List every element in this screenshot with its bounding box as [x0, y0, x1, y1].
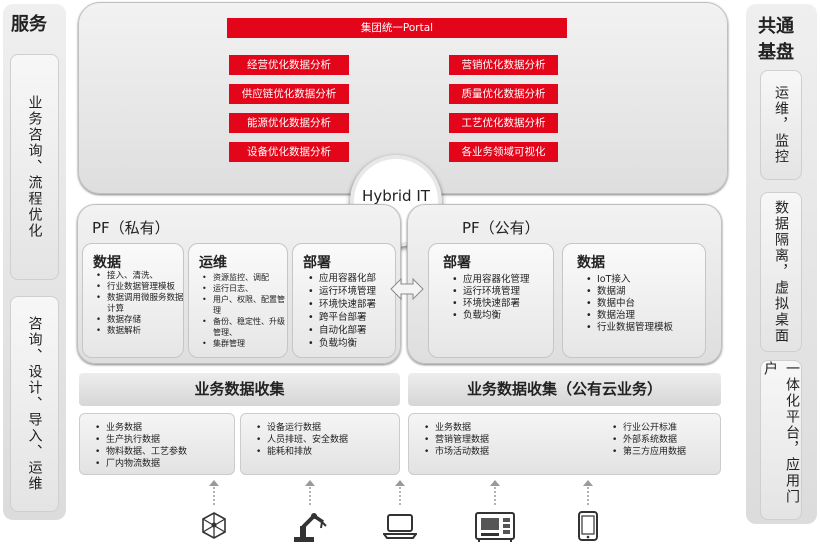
private_pf-card-item: 运行环境管理 [308, 285, 407, 298]
private_pf-card-item: 数据解析 [96, 326, 187, 337]
portal-item-left: 设备优化数据分析 [229, 142, 349, 162]
public-pf-panel: PF（公有） 部署应用容器化管理运行环境管理环境快速部署负载均衡数据IoT接入数… [407, 204, 722, 364]
portal-item-right: 质量优化数据分析 [449, 84, 558, 104]
list-item: 行业公开标准 [612, 422, 686, 434]
public_pf-card-item: 数据湖 [586, 286, 717, 298]
laptop-icon [379, 508, 421, 544]
cube-network-icon [193, 508, 235, 544]
private_pf-card-item: 应用容器化部 [308, 272, 407, 285]
machine-tool-icon [474, 508, 516, 544]
robot-arm-icon [289, 508, 331, 544]
list-item: 厂内物流数据 [95, 458, 234, 470]
list-item: 第三方应用数据 [612, 446, 686, 458]
public_pf-card-item: 环境快速部署 [452, 298, 567, 310]
private_pf-card-item: 集群管理 [202, 338, 291, 349]
private_pf-card-0: 数据接入、清洗、行业数据管理模板数据调用微服务数据计算数据存储数据解析 [82, 243, 184, 358]
public_pf-card-list: IoT接入数据湖数据中台数据治理行业数据管理模板 [583, 274, 717, 334]
equipment-data-list-box: 设备运行数据人员排班、安全数据能耗和排放 [240, 413, 400, 475]
implementation-text: 咨询、设计、导入、运维 [26, 316, 43, 492]
public_pf-card-title: 数据 [577, 255, 605, 271]
public-data-collection-bar: 业务数据收集（公有云业务） [408, 373, 721, 406]
list-item: 业务数据 [424, 422, 489, 434]
private_pf-card-title: 部署 [303, 255, 331, 271]
private_pf-card-item: 数据存储 [96, 315, 187, 326]
private_pf-card-item: 备份、稳定性、升级管理、 [202, 316, 291, 338]
private-pf-panel: PF（私有） 数据接入、清洗、行业数据管理模板数据调用微服务数据计算数据存储数据… [77, 204, 401, 364]
list-item: 能耗和排放 [256, 446, 399, 458]
common-base-panel: 共通基盘 运维，监控 数据隔离，虚拟桌面 一体化平台，应用门户 [746, 4, 817, 524]
integrated-platform-text: 一体化平台，应用门户 [762, 361, 800, 505]
private_pf-card-item: 运行日志、 [202, 283, 291, 294]
list-item: 业务数据 [95, 422, 234, 434]
dashed-up-arrow [305, 480, 315, 506]
integrated-platform-box: 一体化平台，应用门户 [760, 360, 802, 520]
private_pf-card-item: 接入、清洗、 [96, 271, 187, 282]
public_pf-card-1: 数据IoT接入数据湖数据中台数据治理行业数据管理模板 [562, 243, 706, 358]
ops-monitor-text: 运维，监控 [773, 85, 789, 165]
dashed-up-arrow [209, 480, 219, 506]
public_pf-card-item: 数据治理 [586, 310, 717, 322]
private_pf-card-item: 用户、权限、配置管理 [202, 294, 291, 316]
list-item: 市场活动数据 [424, 446, 489, 458]
private_pf-card-item: 自动化部署 [308, 324, 407, 337]
private_pf-card-1: 运维资源监控、调配运行日志、用户、权限、配置管理备份、稳定性、升级管理、集群管理 [188, 243, 288, 358]
data-isolation-text: 数据隔离，虚拟桌面 [773, 200, 789, 344]
private_pf-card-item: 环境快速部署 [308, 298, 407, 311]
common-base-title: 共通基盘 [758, 16, 794, 63]
public_pf-card-item: 应用容器化管理 [452, 274, 567, 286]
hybrid-it-label: Hybrid IT [362, 187, 430, 205]
dashed-up-arrow [583, 480, 593, 506]
business-data-list-box: 业务数据生产执行数据物料数据、工艺参数厂内物流数据 [79, 413, 235, 475]
private_pf-card-item: 数据调用微服务数据计算 [96, 293, 187, 315]
implementation-box: 咨询、设计、导入、运维 [10, 296, 59, 512]
private_pf-card-item: 跨平台部署 [308, 311, 407, 324]
private_pf-card-list: 应用容器化部运行环境管理环境快速部署跨平台部署自动化部署负载均衡 [305, 272, 407, 350]
public_pf-card-0: 部署应用容器化管理运行环境管理环境快速部署负载均衡 [428, 243, 554, 358]
consulting-box: 业务咨询、流程优化 [10, 54, 59, 280]
portal-item-left: 供应链优化数据分析 [229, 84, 349, 104]
list-item: 人员排班、安全数据 [256, 434, 399, 446]
private_pf-card-title: 数据 [93, 255, 121, 271]
public_pf-card-title: 部署 [443, 255, 471, 271]
public_pf-card-list: 应用容器化管理运行环境管理环境快速部署负载均衡 [449, 274, 567, 322]
private_pf-card-item: 负载均衡 [308, 337, 407, 350]
dashed-up-arrow [490, 480, 500, 506]
private-data-collection-bar: 业务数据收集 [79, 373, 400, 406]
private_pf-card-2: 部署应用容器化部运行环境管理环境快速部署跨平台部署自动化部署负载均衡 [292, 243, 396, 358]
private_pf-card-list: 接入、清洗、行业数据管理模板数据调用微服务数据计算数据存储数据解析 [93, 271, 187, 337]
public-data-list-box: 业务数据营销管理数据市场活动数据 行业公开标准外部系统数据第三方应用数据 [408, 413, 721, 475]
private_pf-card-list: 资源监控、调配运行日志、用户、权限、配置管理备份、稳定性、升级管理、集群管理 [199, 272, 291, 349]
list-item: 营销管理数据 [424, 434, 489, 446]
consulting-text: 业务咨询、流程优化 [26, 95, 43, 239]
services-panel: 服务 业务咨询、流程优化 咨询、设计、导入、运维 [3, 4, 66, 520]
private_pf-card-item: 资源监控、调配 [202, 272, 291, 283]
tablet-icon [567, 508, 609, 544]
list-item: 外部系统数据 [612, 434, 686, 446]
public_pf-card-item: 运行环境管理 [452, 286, 567, 298]
public_pf-card-item: IoT接入 [586, 274, 717, 286]
services-title: 服务 [11, 14, 47, 35]
list-item: 设备运行数据 [256, 422, 399, 434]
public_pf-card-item: 负载均衡 [452, 310, 567, 322]
portal-item-left: 经营优化数据分析 [229, 55, 349, 75]
private_pf-card-title: 运维 [199, 255, 227, 271]
bidirectional-arrow-icon [390, 277, 424, 301]
portal-header: 集团统一Portal [227, 18, 567, 38]
portal-item-right: 营销优化数据分析 [449, 55, 558, 75]
public_pf-card-item: 数据中台 [586, 298, 717, 310]
private-pf-title: PF（私有） [92, 219, 170, 237]
list-item: 生产执行数据 [95, 434, 234, 446]
ops-monitor-box: 运维，监控 [760, 70, 802, 180]
portal-item-right: 工艺优化数据分析 [449, 113, 558, 133]
dashed-up-arrow [395, 480, 405, 506]
portal-item-right: 各业务领域可视化 [449, 142, 558, 162]
data-isolation-box: 数据隔离，虚拟桌面 [760, 192, 802, 352]
public_pf-card-item: 行业数据管理模板 [586, 322, 717, 334]
public-pf-title: PF（公有） [462, 219, 540, 237]
private_pf-card-item: 行业数据管理模板 [96, 282, 187, 293]
list-item: 物料数据、工艺参数 [95, 446, 234, 458]
portal-item-left: 能源优化数据分析 [229, 113, 349, 133]
